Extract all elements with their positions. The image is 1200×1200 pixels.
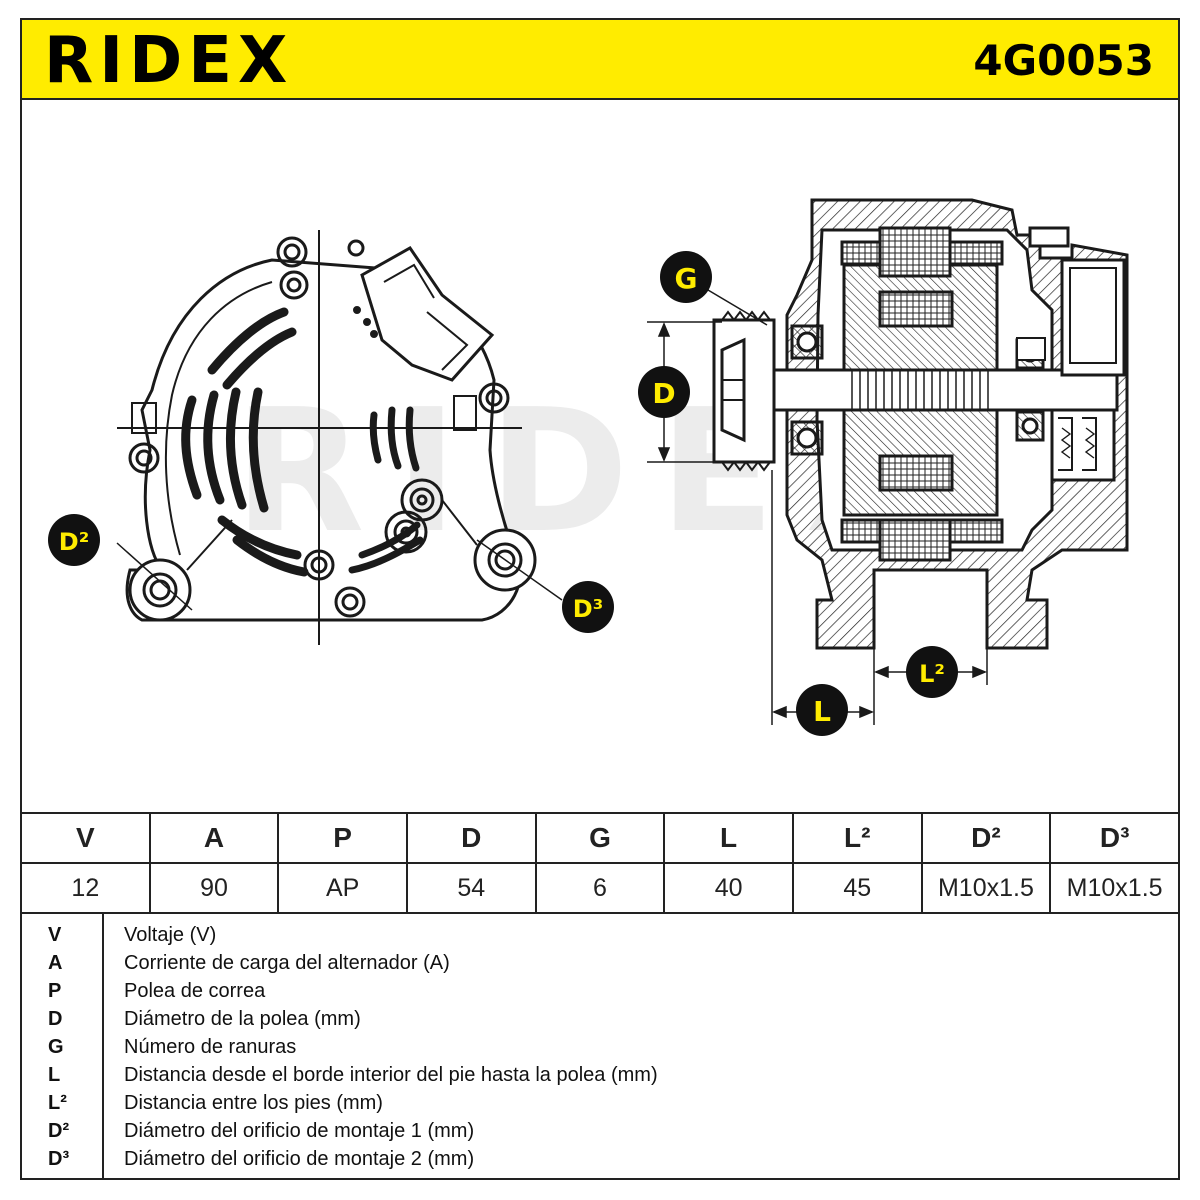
legend-description: Número de ranuras bbox=[124, 1036, 297, 1058]
spec-header-d3: D³ bbox=[1049, 812, 1180, 864]
legend-description: Corriente de carga del alternador (A) bbox=[124, 952, 450, 974]
legend-description: Polea de correa bbox=[124, 980, 266, 1002]
spec-value-d3: M10x1.5 bbox=[1049, 862, 1180, 914]
spec-value-d2: M10x1.5 bbox=[920, 862, 1052, 914]
spec-header-d: D bbox=[405, 812, 537, 864]
spec-value-g: 6 bbox=[534, 862, 666, 914]
legend-item: G Número de ranuras bbox=[22, 1033, 1178, 1061]
part-number: 4G0053 bbox=[973, 36, 1154, 85]
brand-logo: RIDEX bbox=[44, 24, 294, 98]
legend-description: Diámetro de la polea (mm) bbox=[124, 1008, 361, 1030]
spec-header-g: G bbox=[534, 812, 666, 864]
legend-symbol: D³ bbox=[48, 1148, 70, 1170]
svg-text:L²: L² bbox=[919, 660, 945, 688]
header-bar: RIDEX 4G0053 bbox=[20, 18, 1180, 100]
spec-value-v: 12 bbox=[20, 862, 151, 914]
legend-item: D Diámetro de la polea (mm) bbox=[22, 1005, 1178, 1033]
legend-item: P Polea de correa bbox=[22, 977, 1178, 1005]
spec-header-p: P bbox=[277, 812, 408, 864]
spec-header-row: V A P D G L L² D² D³ bbox=[20, 812, 1180, 864]
legend-symbol: L² bbox=[48, 1092, 67, 1114]
svg-text:L: L bbox=[813, 695, 831, 728]
spec-value-p: AP bbox=[277, 862, 408, 914]
callout-D3: D³ bbox=[562, 581, 614, 633]
legend-description: Diámetro del orificio de montaje 2 (mm) bbox=[124, 1148, 475, 1170]
spec-value-d: 54 bbox=[405, 862, 537, 914]
legend-symbol: G bbox=[48, 1036, 64, 1058]
legend-item: V Voltaje (V) bbox=[22, 921, 1178, 949]
legend-description: Distancia entre los pies (mm) bbox=[124, 1092, 383, 1114]
svg-text:D³: D³ bbox=[573, 595, 603, 623]
spec-value-l: 40 bbox=[663, 862, 794, 914]
spec-header-l: L bbox=[663, 812, 794, 864]
legend-divider bbox=[102, 913, 104, 1178]
legend-item: A Corriente de carga del alternador (A) bbox=[22, 949, 1178, 977]
svg-text:G: G bbox=[675, 262, 698, 295]
callout-G: G bbox=[660, 251, 712, 303]
svg-text:D²: D² bbox=[59, 528, 89, 556]
legend-description: Distancia desde el borde interior del pi… bbox=[124, 1064, 658, 1086]
alternator-drawing: RIDEX bbox=[48, 198, 1129, 736]
legend-symbol: V bbox=[48, 924, 62, 946]
legend-item: D³ Diámetro del orificio de montaje 2 (m… bbox=[22, 1145, 1178, 1173]
spec-value-l2: 45 bbox=[791, 862, 923, 914]
legend-item: L Distancia desde el borde interior del … bbox=[22, 1061, 1178, 1089]
callout-L: L bbox=[796, 684, 848, 736]
svg-text:D: D bbox=[652, 377, 675, 410]
legend-symbol: L bbox=[48, 1064, 61, 1086]
spec-header-l2: L² bbox=[791, 812, 923, 864]
legend-symbol: A bbox=[48, 952, 63, 974]
callout-L2: L² bbox=[906, 646, 958, 698]
legend-description: Diámetro del orificio de montaje 1 (mm) bbox=[124, 1120, 475, 1142]
spec-header-d2: D² bbox=[920, 812, 1052, 864]
callout-D2: D² bbox=[48, 514, 100, 566]
spec-header-a: A bbox=[148, 812, 280, 864]
legend-description: Voltaje (V) bbox=[124, 924, 217, 946]
legend-symbol: D² bbox=[48, 1120, 70, 1142]
front-view bbox=[117, 230, 537, 645]
spec-table: V A P D G L L² D² D³ 12 90 AP 54 6 40 45… bbox=[20, 812, 1180, 914]
legend-item: L² Distancia entre los pies (mm) bbox=[22, 1089, 1178, 1117]
spec-value-row: 12 90 AP 54 6 40 45 M10x1.5 M10x1.5 bbox=[20, 862, 1180, 914]
legend-panel: V Voltaje (V) A Corriente de carga del a… bbox=[20, 913, 1180, 1180]
legend-symbol: D bbox=[48, 1008, 63, 1030]
legend-symbol: P bbox=[48, 980, 62, 1002]
spec-header-v: V bbox=[20, 812, 151, 864]
callout-D: D bbox=[638, 366, 690, 418]
legend-item: D² Diámetro del orificio de montaje 1 (m… bbox=[22, 1117, 1178, 1145]
spec-value-a: 90 bbox=[148, 862, 280, 914]
cross-section-view bbox=[712, 198, 1129, 650]
